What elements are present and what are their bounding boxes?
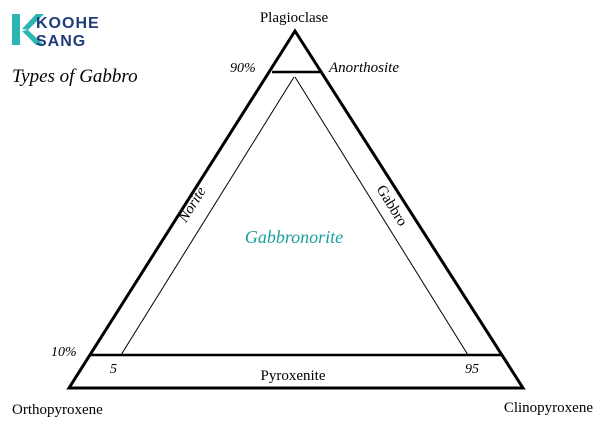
level-label-90: 90% (230, 61, 256, 76)
diagram-title: Types of Gabbro (12, 66, 138, 87)
logo-line2: SANG (36, 33, 86, 50)
field-label-gabbro: Gabbro (373, 183, 410, 230)
vertex-label-orthopyroxene: Orthopyroxene (12, 402, 103, 418)
vertex-label-clinopyroxene: Clinopyroxene (504, 400, 593, 416)
logo-k-icon (12, 14, 44, 45)
field-label-gabbronorite: Gabbronorite (245, 227, 343, 247)
outer-triangle (66, 28, 526, 390)
tick-label-5: 5 (110, 362, 117, 377)
vertex-label-plagioclase: Plagioclase (260, 10, 329, 26)
gabbro-boundary-line (294, 76, 469, 356)
field-label-pyroxenite: Pyroxenite (261, 368, 326, 384)
field-label-anorthosite: Anorthosite (328, 60, 399, 76)
norite-boundary-line (120, 76, 295, 356)
logo-line1: KOOHE (36, 15, 100, 32)
koohesang-logo: KOOHE SANG (12, 14, 100, 50)
tick-label-95: 95 (465, 362, 479, 377)
level-label-10: 10% (51, 345, 77, 360)
